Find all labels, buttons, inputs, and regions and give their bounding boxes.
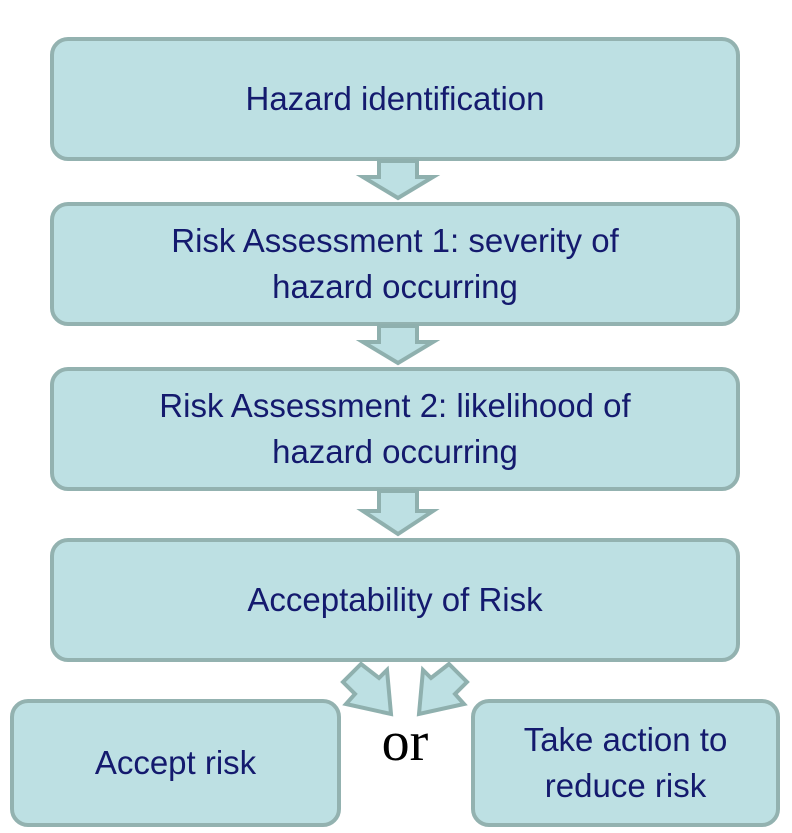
outcome-label: Accept risk [95,740,256,786]
step-label-line: hazard occurring [272,433,518,470]
step-label: Risk Assessment 2: likelihood of hazard … [159,383,630,475]
step-label-line: hazard occurring [272,268,518,305]
outcome-label: Take action to reduce risk [524,717,728,809]
outcome-accept-risk: Accept risk [10,699,341,827]
step-risk-assessment-severity: Risk Assessment 1: severity of hazard oc… [50,202,740,326]
diagonal-down-right-arrow-icon [416,661,470,717]
outcome-take-action: Take action to reduce risk [471,699,780,827]
step-risk-assessment-likelihood: Risk Assessment 2: likelihood of hazard … [50,367,740,491]
down-arrow-icon [355,159,441,201]
step-label: Hazard identification [246,76,545,122]
down-arrow-icon [355,324,441,366]
step-label-line: Hazard identification [245,80,545,117]
step-acceptability-of-risk: Acceptability of Risk [50,538,740,662]
step-hazard-identification: Hazard identification [50,37,740,161]
outcome-label-line: Take action to [523,721,728,758]
step-label-line: Risk Assessment 2: likelihood of [159,387,631,424]
or-connector-label: or [381,711,429,773]
outcome-label-line: Accept risk [94,744,257,781]
step-label-line: Risk Assessment 1: severity of [171,222,619,259]
step-label: Risk Assessment 1: severity of hazard oc… [171,218,618,310]
step-label: Acceptability of Risk [247,577,542,623]
diagonal-down-left-arrow-icon [340,661,394,717]
step-label-line: Acceptability of Risk [247,581,543,618]
down-arrow-icon [356,489,440,537]
outcome-label-line: reduce risk [544,767,707,804]
